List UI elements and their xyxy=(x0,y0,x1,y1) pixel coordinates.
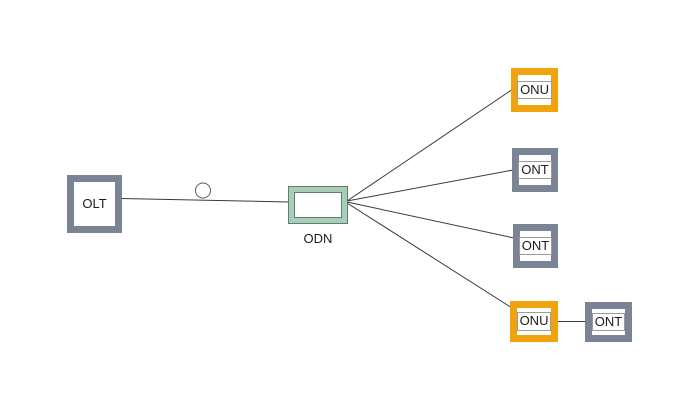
fiber-line-odn-onu-top xyxy=(346,88,514,202)
ont-node-middle: ONT xyxy=(513,224,558,268)
ont-node-bottom: ONT xyxy=(585,302,632,342)
fiber-line-odn-ont-upper xyxy=(346,169,514,202)
odn-node xyxy=(288,186,348,224)
ont-upper-label: ONT xyxy=(518,160,552,180)
fiber-line-odn-ont-middle xyxy=(346,201,515,239)
fiber-line-odn-onu-bottom xyxy=(346,202,513,309)
onu-node-bottom: ONU xyxy=(510,301,558,342)
fiber-loop-circle-icon xyxy=(195,182,211,199)
odn-node-core xyxy=(294,192,342,218)
ont-middle-label: ONT xyxy=(518,236,553,256)
olt-label: OLT xyxy=(82,195,107,211)
ont-node-upper: ONT xyxy=(512,148,558,192)
onu-node-top: ONU xyxy=(511,68,558,112)
fiber-line-olt-odn xyxy=(121,198,290,203)
odn-label: ODN xyxy=(303,231,333,246)
olt-node: OLT xyxy=(67,175,122,233)
ont-bottom-label: ONT xyxy=(591,312,626,332)
onu-top-label: ONU xyxy=(517,80,552,100)
onu-bottom-label: ONU xyxy=(516,312,552,331)
